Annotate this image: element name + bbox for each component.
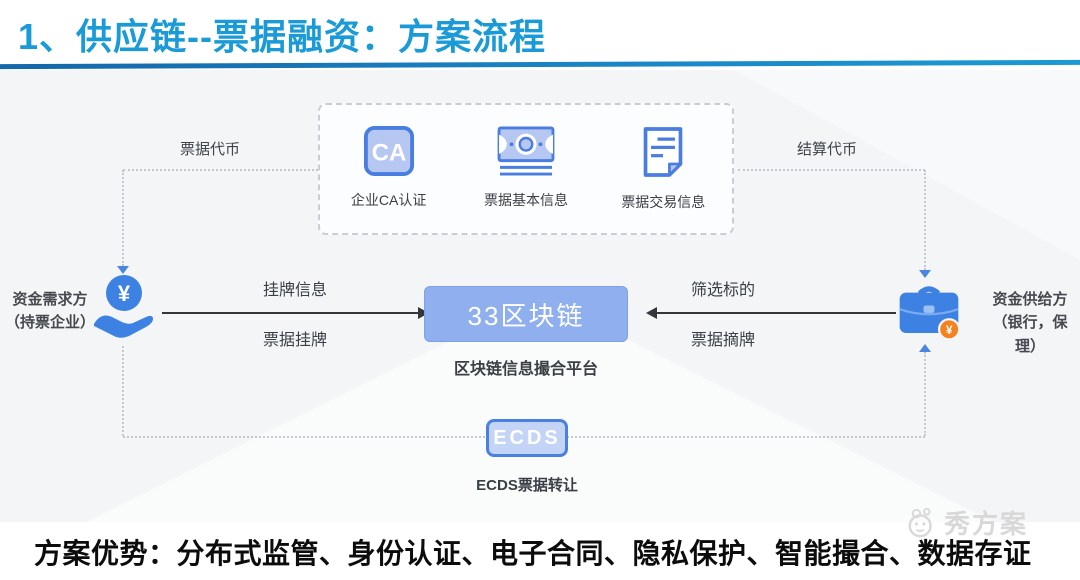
right-party-name: 资金供给方 [992,291,1068,308]
flow-label-bill-listing: 票据挂牌 [262,332,327,349]
flow-label-listing-info: 挂牌信息 [262,282,327,299]
platform-item-label: 企业CA认证 [350,192,427,208]
right-party-sub: （银行，保理） [992,314,1068,355]
platform-item-trade-info: 票据交易信息 [597,125,729,212]
banknote-icon [497,126,555,176]
flow-label-screen-target: 筛选标的 [690,282,755,299]
svg-text:¥: ¥ [118,281,131,306]
arrowhead-up-icon [919,344,931,352]
title-underline [0,59,1080,70]
page-title: 1、供应链--票据融资：方案流程 [18,16,546,57]
ecds-box: ECDS [486,419,568,457]
blockchain-box: 33区块链 [424,286,628,342]
left-party-label: 资金需求方 （持票企业） [2,288,98,335]
right-party-label: 资金供给方 （银行，保理） [982,288,1078,358]
arrow-right-to-center [657,312,896,314]
dashed-line-left-lower [122,346,124,436]
dashed-line-top-right [738,169,925,171]
platform-item-label: 票据交易信息 [621,194,706,210]
label-bill-token: 票据代币 [179,141,240,158]
document-icon [643,127,683,177]
platform-item-ca: CA 企业CA认证 [323,125,455,210]
arrowhead-down-icon [919,270,931,278]
dashed-line-left-upper [122,170,124,266]
platform-item-label: 票据基本信息 [483,192,568,208]
arrow-left-to-center [162,312,418,314]
dashed-line-top-left [123,169,318,171]
label-settlement-token: 结算代币 [796,141,857,158]
arrowhead-left-icon [646,307,657,319]
ca-badge-icon: CA [363,125,414,177]
dashed-line-right-lower [924,352,926,436]
advantages-text: 方案优势：分布式监管、身份认证、电子合同、隐私保护、智能撮合、数据存证 [34,538,1032,569]
hand-coin-icon: ¥ [94,275,153,338]
briefcase-icon: ¥ [899,286,961,341]
left-party-sub: （持票企业） [4,314,95,332]
platform-info-box: CA 企业CA认证 票据基本信息 [318,103,734,235]
flow-label-bill-delisting: 票据摘牌 [690,332,755,349]
diagram-canvas: 票据代币 结算代币 CA 企业CA认证 票据基本信息 [0,70,1080,522]
arrowhead-right-icon [418,307,429,319]
left-party-name: 资金需求方 [12,291,88,308]
svg-text:¥: ¥ [946,323,953,337]
dashed-line-right-upper [924,170,926,270]
platform-item-bill-info: 票据基本信息 [460,125,592,210]
arrowhead-down-icon [117,266,129,274]
ecds-caption: ECDS票据转让 [476,477,578,494]
svg-text:CA: CA [371,140,406,167]
blockchain-caption: 区块链信息撮合平台 [453,361,598,378]
